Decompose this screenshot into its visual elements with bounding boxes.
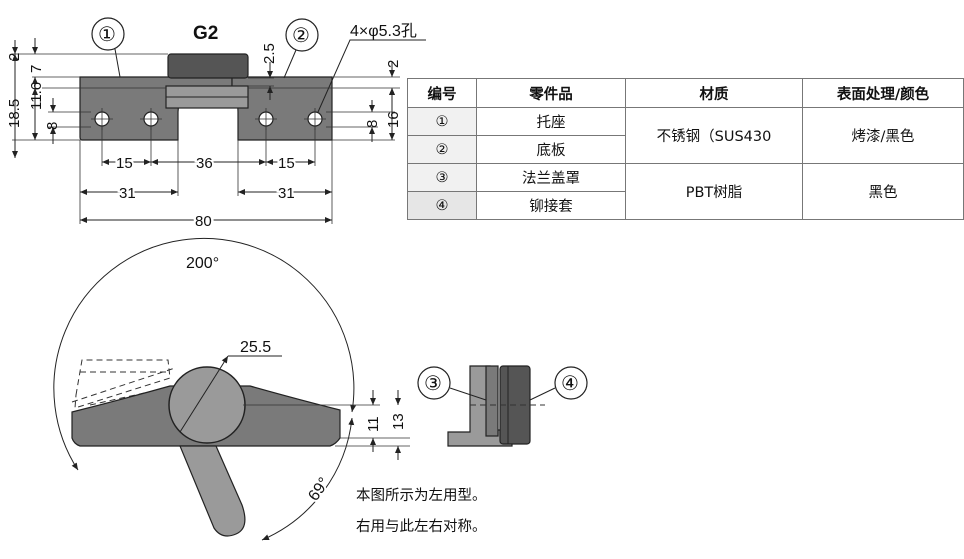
radius-25-5: 25.5 bbox=[240, 339, 271, 356]
note-line-1: 本图所示为左用型。 bbox=[356, 487, 487, 504]
note-line-2: 右用与此左右对称。 bbox=[356, 518, 487, 535]
dim-31-left: 31 bbox=[119, 185, 136, 202]
balloon-2: ② bbox=[283, 18, 319, 79]
hinge-barrel-top bbox=[167, 53, 249, 79]
angle-69: 69° bbox=[305, 475, 333, 505]
hole-spec-label: 4×φ5.3孔 bbox=[350, 22, 417, 40]
dim-7: 7 bbox=[28, 65, 45, 73]
svg-text:①: ① bbox=[98, 24, 116, 46]
dim-8-right: 8 bbox=[364, 120, 381, 128]
svg-text:③: ③ bbox=[424, 373, 442, 395]
dim-2-5: 2.5 bbox=[261, 43, 278, 64]
dim-16: 16 bbox=[385, 111, 402, 128]
col-header-part: 零件品 bbox=[476, 78, 626, 108]
cell-part: 铆接套 bbox=[476, 191, 626, 220]
col-header-finish: 表面处理/颜色 bbox=[802, 78, 964, 108]
parts-table: 编号 零件品 材质 表面处理/颜色 ① 托座 不锈钢（SUS430 烤漆/黑色 … bbox=[407, 78, 964, 220]
dim-15-left: 15 bbox=[116, 155, 133, 172]
table-row: ① 托座 不锈钢（SUS430 烤漆/黑色 bbox=[407, 107, 964, 164]
model-label: G2 bbox=[193, 23, 218, 44]
cell-finish: 黑色 bbox=[802, 163, 964, 220]
angle-200: 200° bbox=[186, 255, 219, 272]
cell-part: 法兰盖罩 bbox=[476, 163, 626, 192]
col-header-no: 编号 bbox=[407, 78, 477, 108]
svg-text:②: ② bbox=[292, 25, 310, 47]
cell-no: ② bbox=[407, 135, 477, 164]
balloon-1: ① bbox=[91, 17, 125, 78]
dim-11-6: 11.6 bbox=[28, 82, 45, 110]
cell-no: ④ bbox=[407, 191, 477, 220]
table-header-row: 编号 零件品 材质 表面处理/颜色 bbox=[407, 78, 964, 108]
side-view: ③ ④ bbox=[417, 365, 588, 447]
top-view: G2 ① ② 4×φ5.3孔 2 18.5 bbox=[6, 17, 426, 233]
cell-finish: 烤漆/黑色 bbox=[802, 107, 964, 164]
rotating-arm bbox=[179, 445, 246, 537]
dim-15-right: 15 bbox=[278, 155, 295, 172]
dim-8-left: 8 bbox=[44, 122, 61, 130]
rotation-view: 200° 69° 25.5 11 13 本图所示为左用型。 右用与此左右对称。 bbox=[53, 237, 487, 541]
angle-arc-200 bbox=[53, 237, 357, 471]
flange-cover bbox=[485, 365, 499, 437]
cell-no: ① bbox=[407, 107, 477, 136]
col-header-material: 材质 bbox=[625, 78, 803, 108]
dim-2-right: 2 bbox=[385, 60, 402, 68]
dim-31-right: 31 bbox=[278, 185, 295, 202]
cell-part: 底板 bbox=[476, 135, 626, 164]
dim-18-5: 18.5 bbox=[6, 99, 23, 128]
cell-material: 不锈钢（SUS430 bbox=[625, 107, 803, 164]
cell-part: 托座 bbox=[476, 107, 626, 136]
mounting-hole bbox=[304, 108, 326, 130]
svg-text:④: ④ bbox=[561, 373, 579, 395]
balloon-4: ④ bbox=[529, 366, 588, 401]
balloon-3: ③ bbox=[417, 366, 487, 401]
angle-arc-69 bbox=[261, 417, 355, 541]
dim-80: 80 bbox=[195, 213, 212, 230]
dim-11: 11 bbox=[365, 416, 382, 432]
table-row: ③ 法兰盖罩 PBT树脂 黑色 bbox=[407, 163, 964, 220]
cell-no: ③ bbox=[407, 163, 477, 192]
table-row: ④ 铆接套 bbox=[407, 191, 964, 220]
open-position-outline bbox=[74, 359, 171, 409]
dim-36: 36 bbox=[196, 155, 213, 172]
cell-material: PBT树脂 bbox=[625, 163, 803, 220]
dim-13: 13 bbox=[390, 413, 407, 430]
table-row: ② 底板 bbox=[407, 135, 964, 164]
